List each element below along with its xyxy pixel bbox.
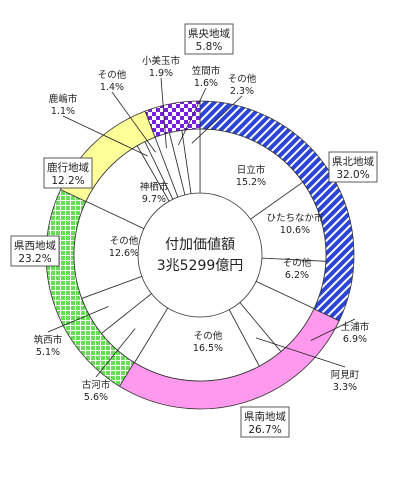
inner-label-0: 日立市 xyxy=(237,164,266,176)
center-value: 3兆5299億円 xyxy=(157,258,244,274)
inner-value-4: 3.3% xyxy=(333,382,357,393)
inner-label-6: 古河市 xyxy=(82,379,111,391)
leader-line-6 xyxy=(95,328,136,378)
inner-label-5: その他 xyxy=(194,330,223,342)
outer-value-0: 32.0% xyxy=(336,169,369,181)
inner-label-3: 土浦市 xyxy=(341,321,370,333)
outer-value-4: 5.8% xyxy=(196,41,223,53)
leader-line-14 xyxy=(191,95,243,144)
outer-label-3: 鹿行地域 xyxy=(47,161,89,174)
leader-line-11 xyxy=(111,91,156,153)
leader-line-7 xyxy=(47,306,109,333)
inner-value-10: 1.1% xyxy=(51,106,75,117)
outer-label-frame-2 xyxy=(10,235,60,267)
inner-slice-14 xyxy=(181,128,201,195)
center-title: 付加価値額 xyxy=(165,237,235,253)
inner-label-8: その他 xyxy=(110,235,139,247)
inner-label-14: その他 xyxy=(228,73,257,85)
inner-label-13: 笠間市 xyxy=(192,65,221,77)
inner-label-4: 阿見町 xyxy=(331,370,360,381)
outer-label-frame-0 xyxy=(328,151,378,183)
inner-value-13: 1.6% xyxy=(194,78,218,89)
inner-label-1: ひたちなか市 xyxy=(266,212,324,224)
outer-label-0: 県北地域 xyxy=(332,155,374,168)
inner-value-8: 12.6% xyxy=(109,248,139,259)
inner-value-3: 6.9% xyxy=(343,334,367,345)
outer-value-2: 23.2% xyxy=(18,253,51,265)
leader-lines xyxy=(47,77,356,378)
inner-value-11: 1.4% xyxy=(100,82,124,93)
slice-labels: 日立市15.2%ひたちなか市10.6%その他6.2%土浦市6.9%阿見町3.3%… xyxy=(10,23,378,438)
leader-line-3 xyxy=(310,318,356,341)
outer-label-1: 県南地域 xyxy=(244,410,286,423)
leader-line-13 xyxy=(177,87,207,146)
inner-value-14: 2.3% xyxy=(230,86,254,97)
leader-line-10 xyxy=(62,115,148,157)
inner-value-7: 5.1% xyxy=(36,347,60,358)
inner-label-9: 神栖市 xyxy=(140,181,169,193)
outer-label-frame-4 xyxy=(184,23,234,55)
inner-label-10: 鹿嶋市 xyxy=(49,93,78,105)
inner-value-6: 5.6% xyxy=(84,392,108,403)
inner-ring xyxy=(73,128,327,382)
outer-label-4: 県央地域 xyxy=(188,27,230,40)
inner-label-7: 筑西市 xyxy=(34,334,63,346)
outer-value-3: 12.2% xyxy=(51,175,84,187)
inner-label-11: その他 xyxy=(98,69,127,81)
leader-line-12 xyxy=(160,77,167,149)
outer-label-frame-3 xyxy=(43,157,93,189)
outer-label-frame-1 xyxy=(240,406,290,438)
inner-value-0: 15.2% xyxy=(236,177,266,188)
inner-value-5: 16.5% xyxy=(193,343,223,354)
inner-value-12: 1.9% xyxy=(149,68,173,79)
leader-line-4 xyxy=(255,337,346,368)
inner-value-2: 6.2% xyxy=(285,270,309,281)
inner-value-9: 9.7% xyxy=(142,194,166,205)
center-label: 付加価値額 3兆5299億円 xyxy=(157,237,244,274)
outer-label-2: 県西地域 xyxy=(14,239,56,252)
inner-value-1: 10.6% xyxy=(280,225,310,236)
inner-label-12: 小美玉市 xyxy=(142,55,181,67)
outer-value-1: 26.7% xyxy=(248,424,281,436)
inner-label-2: その他 xyxy=(283,257,312,269)
